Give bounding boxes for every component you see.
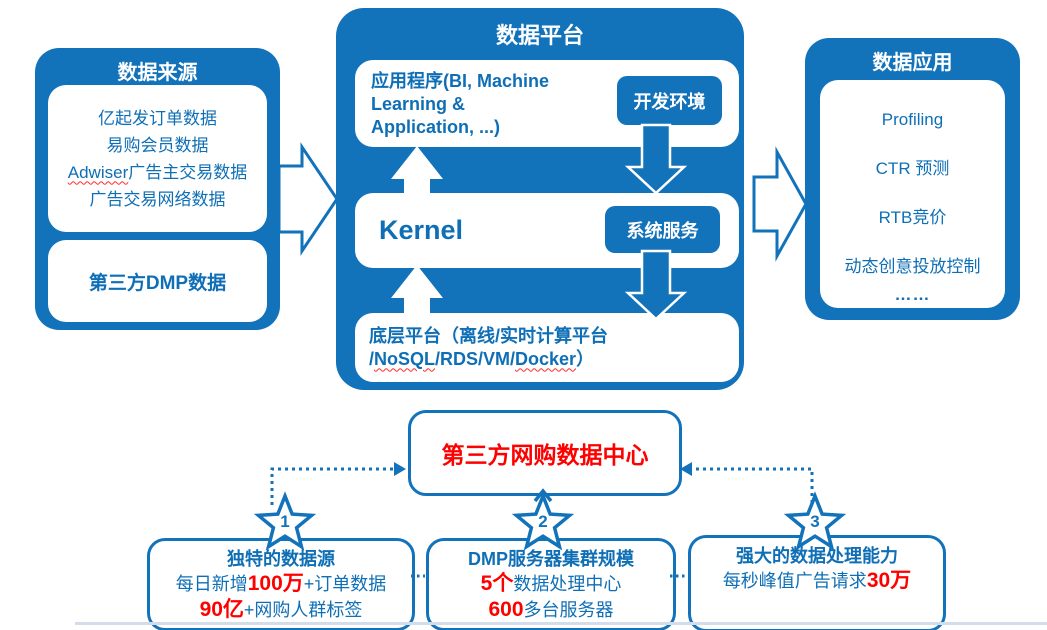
arrowhead-left-icon — [394, 462, 406, 476]
system-service-badge: 系统服务 — [605, 206, 720, 253]
data-applications-panel: 数据应用 Profiling CTR 预测 RTB竞价 动态创意投放控制 …… — [805, 38, 1020, 320]
highlight-number: 30万 — [866, 569, 912, 592]
application-item: RTB竞价 — [878, 208, 947, 227]
star-number: 1 — [280, 512, 289, 531]
data-platform-title: 数据平台 — [495, 23, 584, 48]
application-layer-box: 应用程序(BI, Machine Learning & Application,… — [355, 60, 739, 147]
source-item: 易购会员数据 — [106, 135, 209, 155]
highlight-number: 600 — [488, 598, 524, 621]
application-item: Profiling — [881, 110, 944, 129]
feature-line: 5个数据处理中心 — [480, 572, 622, 595]
star-number: 3 — [810, 512, 819, 531]
infra-layer-box: 底层平台（离线/实时计算平台 /NoSQL/RDS/VM/Docker） — [355, 313, 739, 382]
feature-box-unique-data: 独特的数据源 每日新增100万+订单数据 90亿+网购人群标签 — [147, 538, 415, 630]
feature-box-processing-power: 强大的数据处理能力 每秒峰值广告请求30万 — [688, 535, 946, 630]
feature-line: 每日新增100万+订单数据 — [175, 572, 387, 595]
data-sources-panel: 数据来源 亿起发订单数据 易购会员数据 Adwiser广告主交易数据 广告交易网… — [35, 48, 280, 330]
data-applications-title: 数据应用 — [872, 52, 953, 74]
dotted-connector-right — [690, 467, 814, 503]
feature-line: 90亿+网购人群标签 — [199, 598, 363, 621]
source-item: 亿起发订单数据 — [98, 108, 217, 128]
highlight-number: 90亿 — [199, 598, 244, 621]
feature-title: DMP服务器集群规模 — [468, 549, 634, 569]
ellipsis-item: …… — [894, 285, 931, 304]
data-sources-title: 数据来源 — [117, 62, 198, 84]
third-party-data-center-box: 第三方网购数据中心 — [408, 410, 682, 496]
source-item: Adwiser广告主交易数据 — [67, 162, 248, 182]
footer-divider-line — [75, 622, 1047, 625]
kernel-box: Kernel 系统服务 — [355, 193, 739, 268]
third-party-data-center-label: 第三方网购数据中心 — [441, 442, 649, 468]
star-number: 2 — [538, 512, 547, 531]
highlight-number: 100万 — [247, 572, 304, 595]
dotted-connector-left — [270, 467, 396, 505]
kernel-label: Kernel — [379, 215, 464, 245]
infra-layer-label: 底层平台（离线/实时计算平台 /NoSQL/RDS/VM/Docker） — [369, 325, 608, 369]
flow-arrow-sources-to-platform-icon — [277, 142, 339, 256]
flow-arrow-platform-to-applications-icon — [752, 146, 808, 262]
source-item-misspelled-word: Adwiser — [67, 162, 129, 182]
feature-line: 每秒峰值广告请求30万 — [722, 569, 912, 592]
feature-line: 600多台服务器 — [488, 598, 614, 621]
application-item: 动态创意投放控制 — [844, 257, 981, 276]
infra-misspelled-nosql: NoSQL — [374, 348, 436, 369]
feature-box-cluster-scale: DMP服务器集群规模 5个数据处理中心 600多台服务器 — [426, 538, 676, 630]
dmp-data-box: 第三方DMP数据 — [48, 240, 267, 322]
infra-misspelled-docker: Docker — [515, 348, 577, 369]
data-platform-panel: 数据平台 应用程序(BI, Machine Learning & Applica… — [336, 8, 744, 390]
feature-title: 独特的数据源 — [227, 549, 335, 569]
application-layer-label: 应用程序(BI, Machine Learning & Application,… — [371, 71, 550, 137]
source-item: 广告交易网络数据 — [89, 189, 226, 209]
data-applications-list: Profiling CTR 预测 RTB竞价 动态创意投放控制 …… — [820, 80, 1005, 308]
data-sources-list: 亿起发订单数据 易购会员数据 Adwiser广告主交易数据 广告交易网络数据 — [48, 85, 267, 232]
application-item: CTR 预测 — [875, 159, 950, 178]
feature-title: 强大的数据处理能力 — [736, 546, 898, 566]
highlight-number: 5个 — [480, 572, 514, 595]
dev-environment-badge: 开发环境 — [617, 76, 722, 125]
